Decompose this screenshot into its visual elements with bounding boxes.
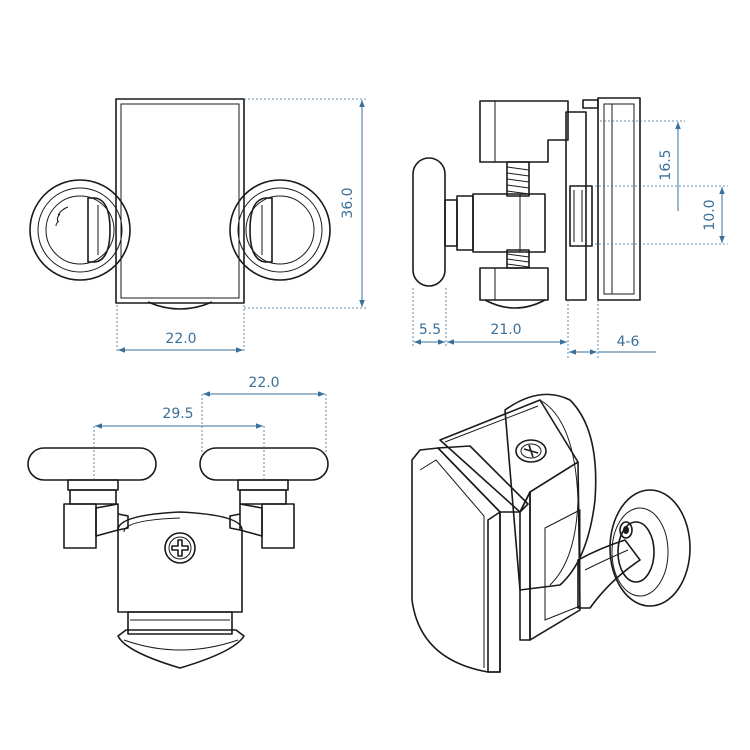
- side-knob: [412, 157, 446, 287]
- dim-side-upper: 16.5: [658, 149, 674, 180]
- thread-lower: [506, 249, 530, 269]
- screw-icon: [164, 532, 196, 564]
- dim-side-body: 21.0: [490, 322, 521, 338]
- dim-side-lower: 10.0: [702, 199, 718, 230]
- right-wheel: [229, 179, 331, 281]
- dim-top-outer: 22.0: [248, 375, 279, 391]
- glass-clamp: [597, 97, 641, 301]
- dim-front-height: 36.0: [340, 187, 356, 218]
- front-body: [115, 98, 245, 304]
- top-body: [117, 511, 243, 613]
- dim-front-width: 22.0: [165, 331, 196, 347]
- front-view: 36.0 22.0: [29, 98, 368, 353]
- iso-view: [411, 393, 691, 673]
- bottom-roller: [147, 301, 213, 310]
- dim-side-glass: 4-6: [617, 334, 640, 350]
- top-view: 22.0 29.5: [27, 375, 329, 669]
- dim-top-inner: 29.5: [162, 406, 193, 422]
- dim-side-knob: 5.5: [419, 322, 441, 338]
- iso-wheel: [609, 489, 691, 607]
- iso-screw-icon: [515, 439, 547, 463]
- left-wheel: [29, 179, 131, 281]
- side-view: 5.5 21.0 4-6 16.5 10.0: [412, 97, 728, 358]
- thread-upper: [506, 161, 530, 197]
- top-left-knob: [27, 447, 157, 481]
